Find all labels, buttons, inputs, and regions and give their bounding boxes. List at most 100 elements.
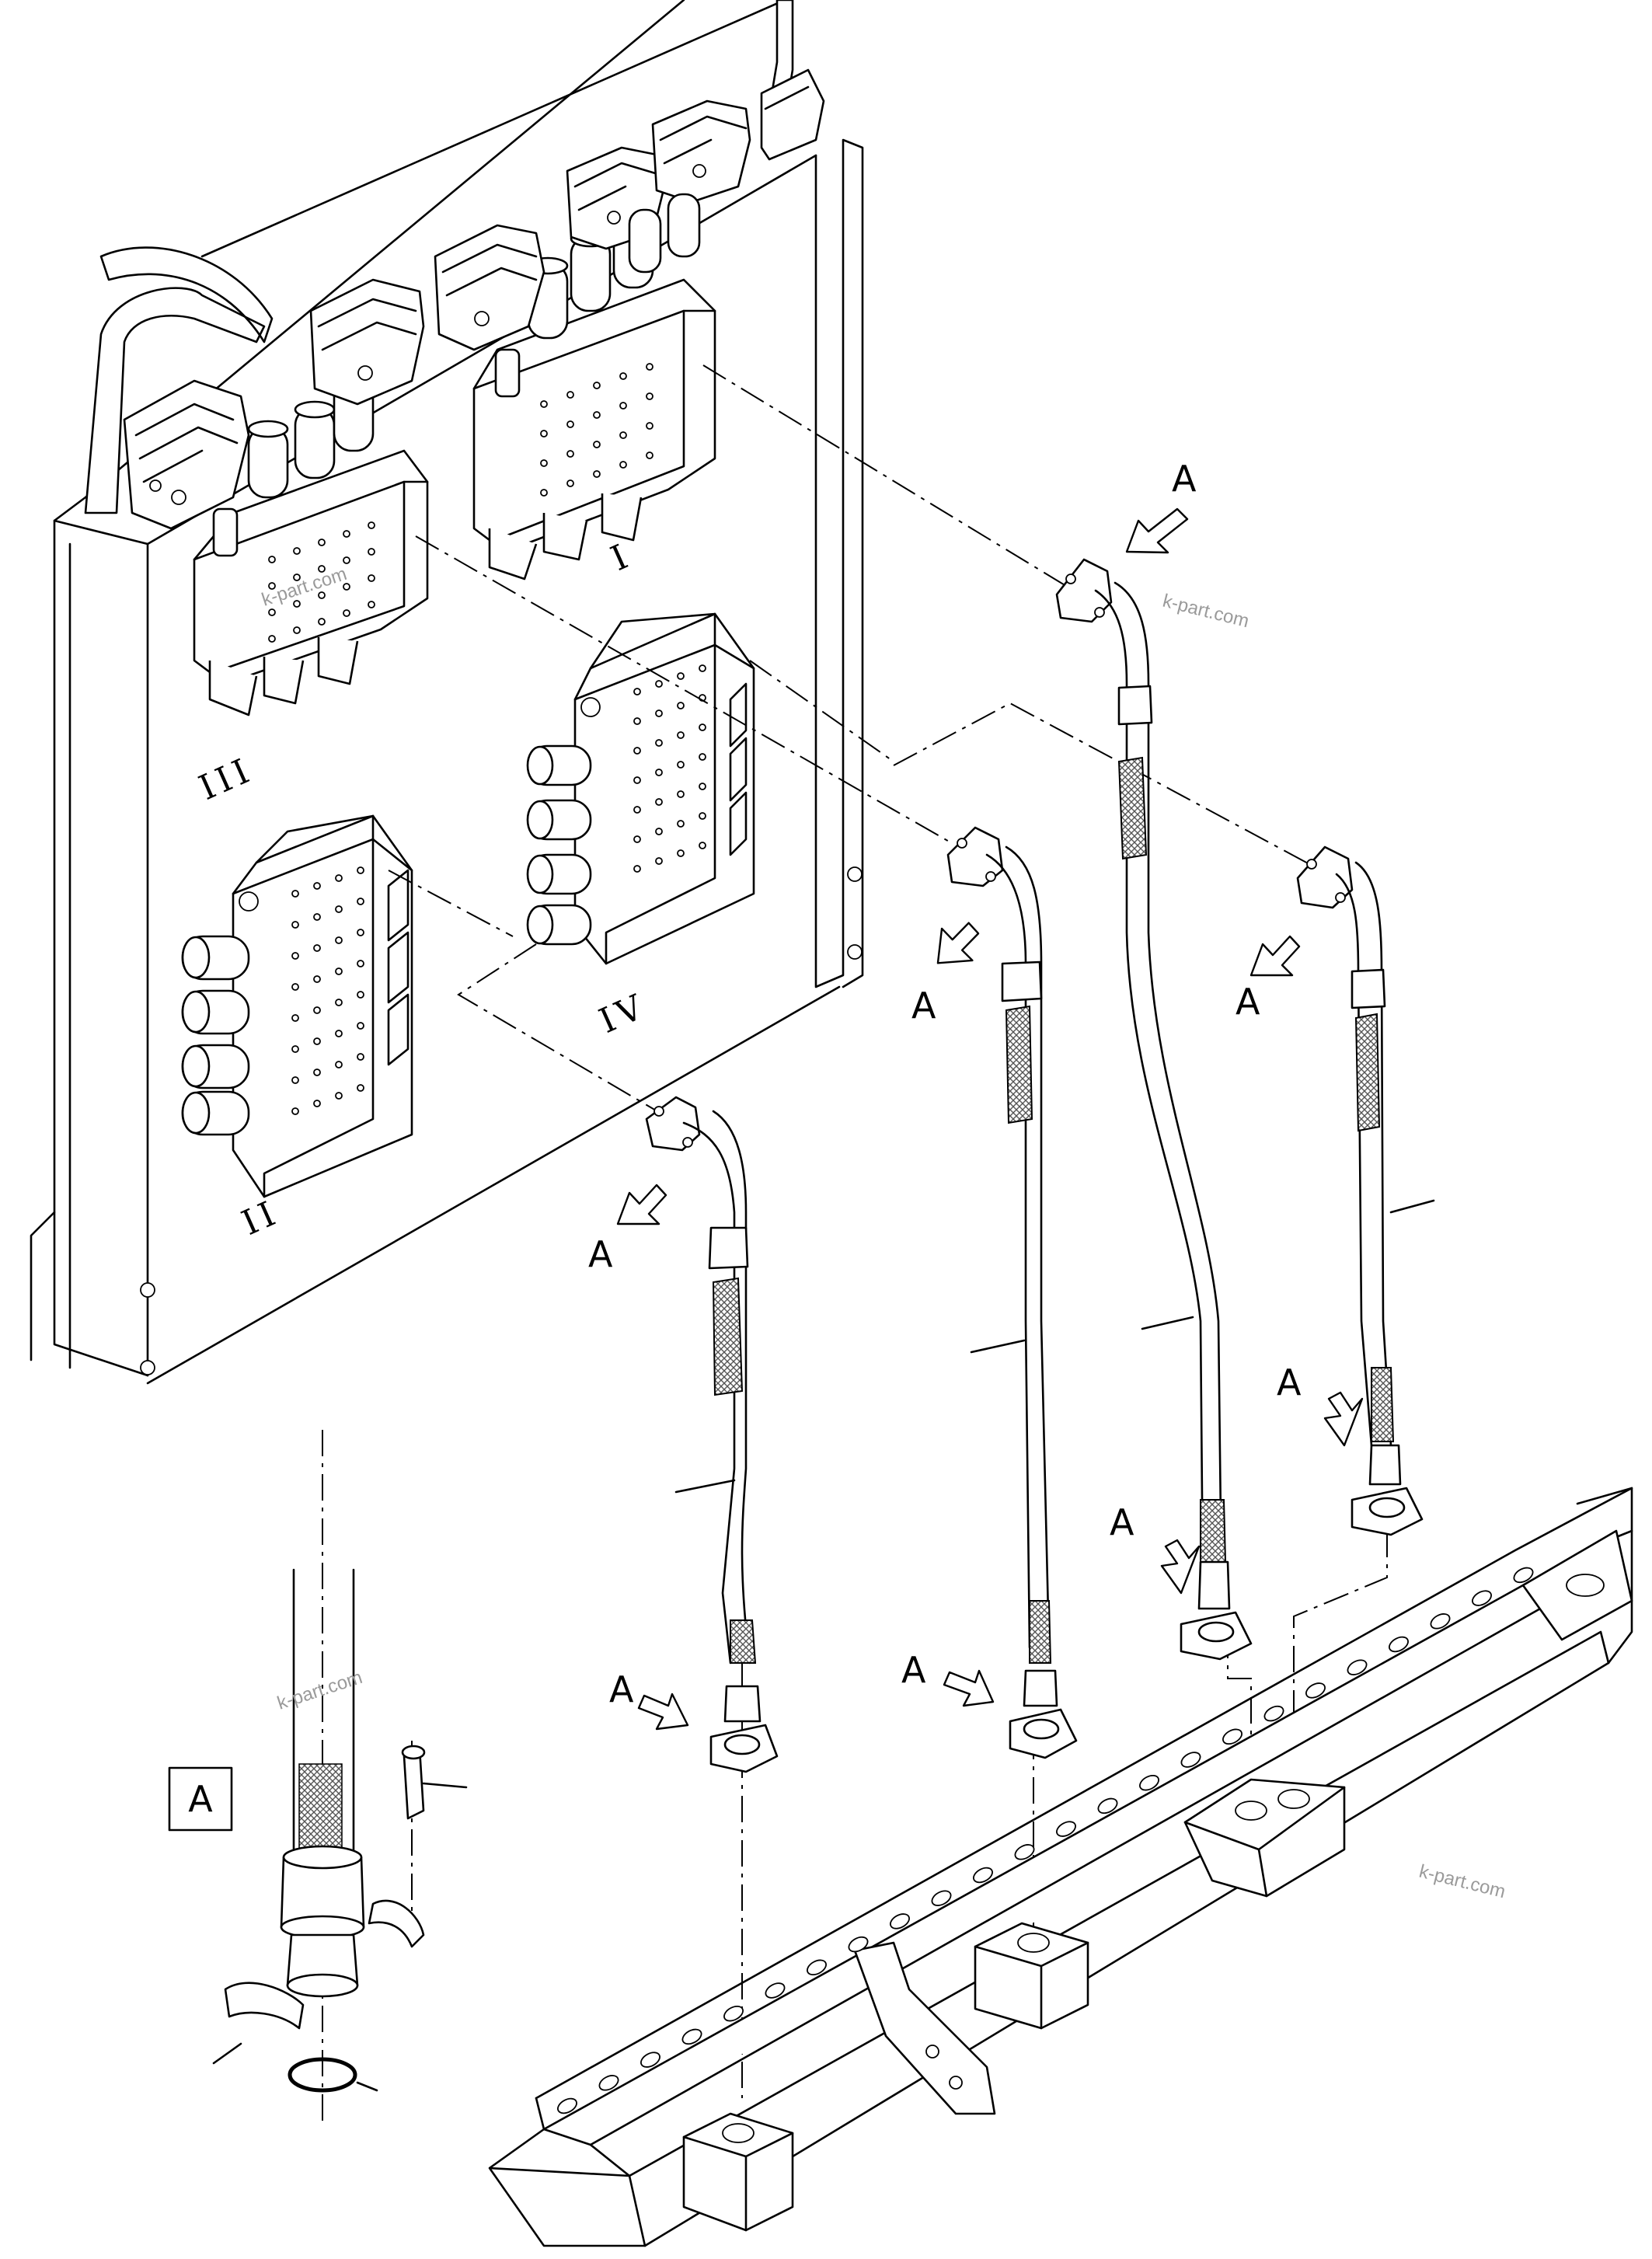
port-hole [293,573,301,581]
detail-a-box [168,1766,233,1832]
beam-hole [931,1890,952,1906]
port-hole [335,1061,343,1068]
beam-hole [598,2075,619,2091]
valve-label-III: III [193,750,260,808]
port-hole [313,882,321,890]
beam-hole [1056,1821,1076,1837]
port-hole [699,812,706,820]
watermark: k-part.com [275,1667,365,1714]
port-hole [313,913,321,921]
port-hole [357,960,364,967]
port-hole [677,672,685,680]
beam-hole [1097,1797,1118,1815]
port-hole [619,431,627,439]
port-hole [318,565,326,573]
port-hole [293,547,301,555]
callout-labels: A A A A A A A A [588,458,1302,1710]
port-hole [699,664,706,672]
port-hole [313,1037,321,1045]
port-hole [335,936,343,944]
port-hole [357,898,364,905]
valve-label-IV: IV [594,986,653,1041]
beam-hole [765,1982,786,1999]
port-hole [343,609,350,617]
port-hole [677,820,685,828]
beam-hole [848,1936,869,1953]
port-hole [677,761,685,769]
port-hole [619,372,627,380]
port-hole [357,1022,364,1030]
port-hole [268,635,276,643]
callout-label: A [901,1649,926,1691]
detail-a: A [168,1568,468,2093]
port-hole [619,402,627,410]
port-hole [593,470,601,478]
callout-arrows [616,507,1364,1731]
beam-hole [1472,1590,1492,1606]
port-hole [291,983,299,991]
port-hole [291,1045,299,1053]
port-hole [646,422,653,430]
port-hole [335,1030,343,1037]
detail-a-box-label: A [188,1778,213,1820]
port-hole [677,790,685,798]
callout-label: A [1110,1501,1134,1543]
beam-hole [557,2097,577,2114]
port-hole [293,600,301,608]
port-hole [268,582,276,590]
watermark: k-part.com [1417,1861,1508,1903]
valve-label-II: II [236,1192,285,1243]
port-hole [291,1107,299,1115]
port-hole [677,731,685,739]
valve-block-IV [526,612,755,965]
port-hole [335,874,343,882]
port-hole [318,539,326,546]
beam-hole [1430,1613,1451,1630]
port-hole [368,574,375,582]
valve-block-I [309,206,716,580]
callout-label: A [1172,458,1197,500]
port-hole [593,441,601,448]
valve-label-I: I [605,535,638,579]
port-hole [633,747,641,755]
port-hole [699,842,706,849]
hose-1 [645,1096,779,1773]
port-hole [655,709,663,717]
beam-hole [1305,1682,1326,1699]
port-hole [540,400,548,408]
port-hole [318,591,326,599]
port-hole [335,967,343,975]
port-hole [357,1053,364,1061]
beam-hole [1180,1752,1201,1768]
port-hole [313,1006,321,1014]
beam-hole [1014,1844,1035,1860]
port-hole [677,849,685,857]
solenoid-valve-group [566,68,825,274]
beam-hole [807,1959,827,1976]
port-hole [633,835,641,843]
callout-label: A [609,1668,634,1710]
port-hole [646,392,653,400]
port-hole [313,975,321,983]
port-hole [357,991,364,999]
port-hole [343,556,350,564]
port-hole [566,391,574,399]
valve-block-III [123,373,429,716]
port-hole [699,783,706,790]
port-hole [335,999,343,1006]
beam-hole [1389,1636,1409,1653]
port-hole [633,688,641,695]
port-hole [291,921,299,929]
beam-hole [890,1913,910,1930]
port-hole [318,618,326,626]
port-hole [368,548,375,556]
port-hole [677,702,685,709]
port-hole [655,798,663,806]
port-hole [343,583,350,591]
port-hole [655,857,663,865]
beam-hole [1263,1705,1284,1722]
port-hole [313,1068,321,1076]
port-hole [368,601,375,608]
valve-block-II [181,814,413,1198]
